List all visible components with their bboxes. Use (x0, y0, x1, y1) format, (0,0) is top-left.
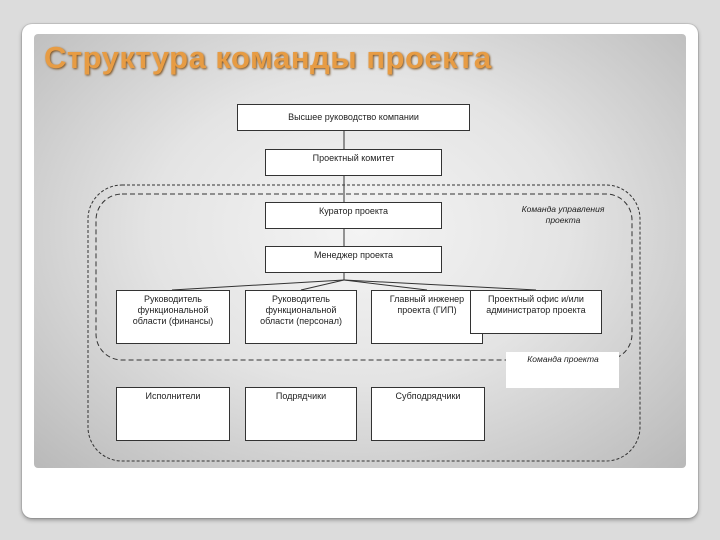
node-func-head-finance-label: Руководитель функциональной области (фин… (132, 294, 214, 326)
connector-fan-finance (171, 279, 345, 291)
node-project-curator-label: Куратор проекта (319, 206, 388, 216)
node-project-office: Проектный офис и/или администратор проек… (470, 290, 602, 334)
node-project-office-label: Проектный офис и/или администратор проек… (486, 294, 586, 315)
node-func-head-finance: Руководитель функциональной области (фин… (116, 290, 230, 344)
connector-fan-personnel (300, 279, 345, 291)
node-subcontractors-label: Субподрядчики (395, 391, 461, 401)
node-project-committee: Проектный комитет (265, 149, 442, 176)
project-team-boundary (87, 184, 641, 462)
node-func-head-personnel: Руководитель функциональной области (пер… (245, 290, 357, 344)
connector-fan-office (343, 279, 537, 291)
node-project-manager-label: Менеджер проекта (313, 250, 394, 260)
slide-footer-area (34, 472, 686, 512)
management-team-boundary (95, 193, 633, 361)
management-team-label: Команда управления проекта (521, 204, 605, 225)
project-team-label: Команда проекта (527, 354, 599, 364)
node-func-head-personnel-label: Руководитель функциональной области (пер… (260, 294, 342, 326)
page-title: Структура команды проекта (44, 40, 492, 75)
node-top-management-label: Высшее руководство компании (288, 112, 419, 122)
node-chief-engineer-label: Главный инженер проекта (ГИП) (389, 294, 465, 315)
node-contractors-label: Подрядчики (275, 391, 327, 401)
node-top-management: Высшее руководство компании (237, 104, 470, 131)
node-project-manager: Менеджер проекта (265, 246, 442, 273)
node-project-committee-label: Проектный комитет (312, 153, 395, 163)
project-team-label-bg (506, 352, 619, 388)
node-executors: Исполнители (116, 387, 230, 441)
node-contractors: Подрядчики (245, 387, 357, 441)
connector-fan-engineer (343, 279, 428, 291)
node-project-curator: Куратор проекта (265, 202, 442, 229)
node-chief-engineer: Главный инженер проекта (ГИП) (371, 290, 483, 344)
node-executors-label: Исполнители (145, 391, 201, 401)
node-subcontractors: Субподрядчики (371, 387, 485, 441)
